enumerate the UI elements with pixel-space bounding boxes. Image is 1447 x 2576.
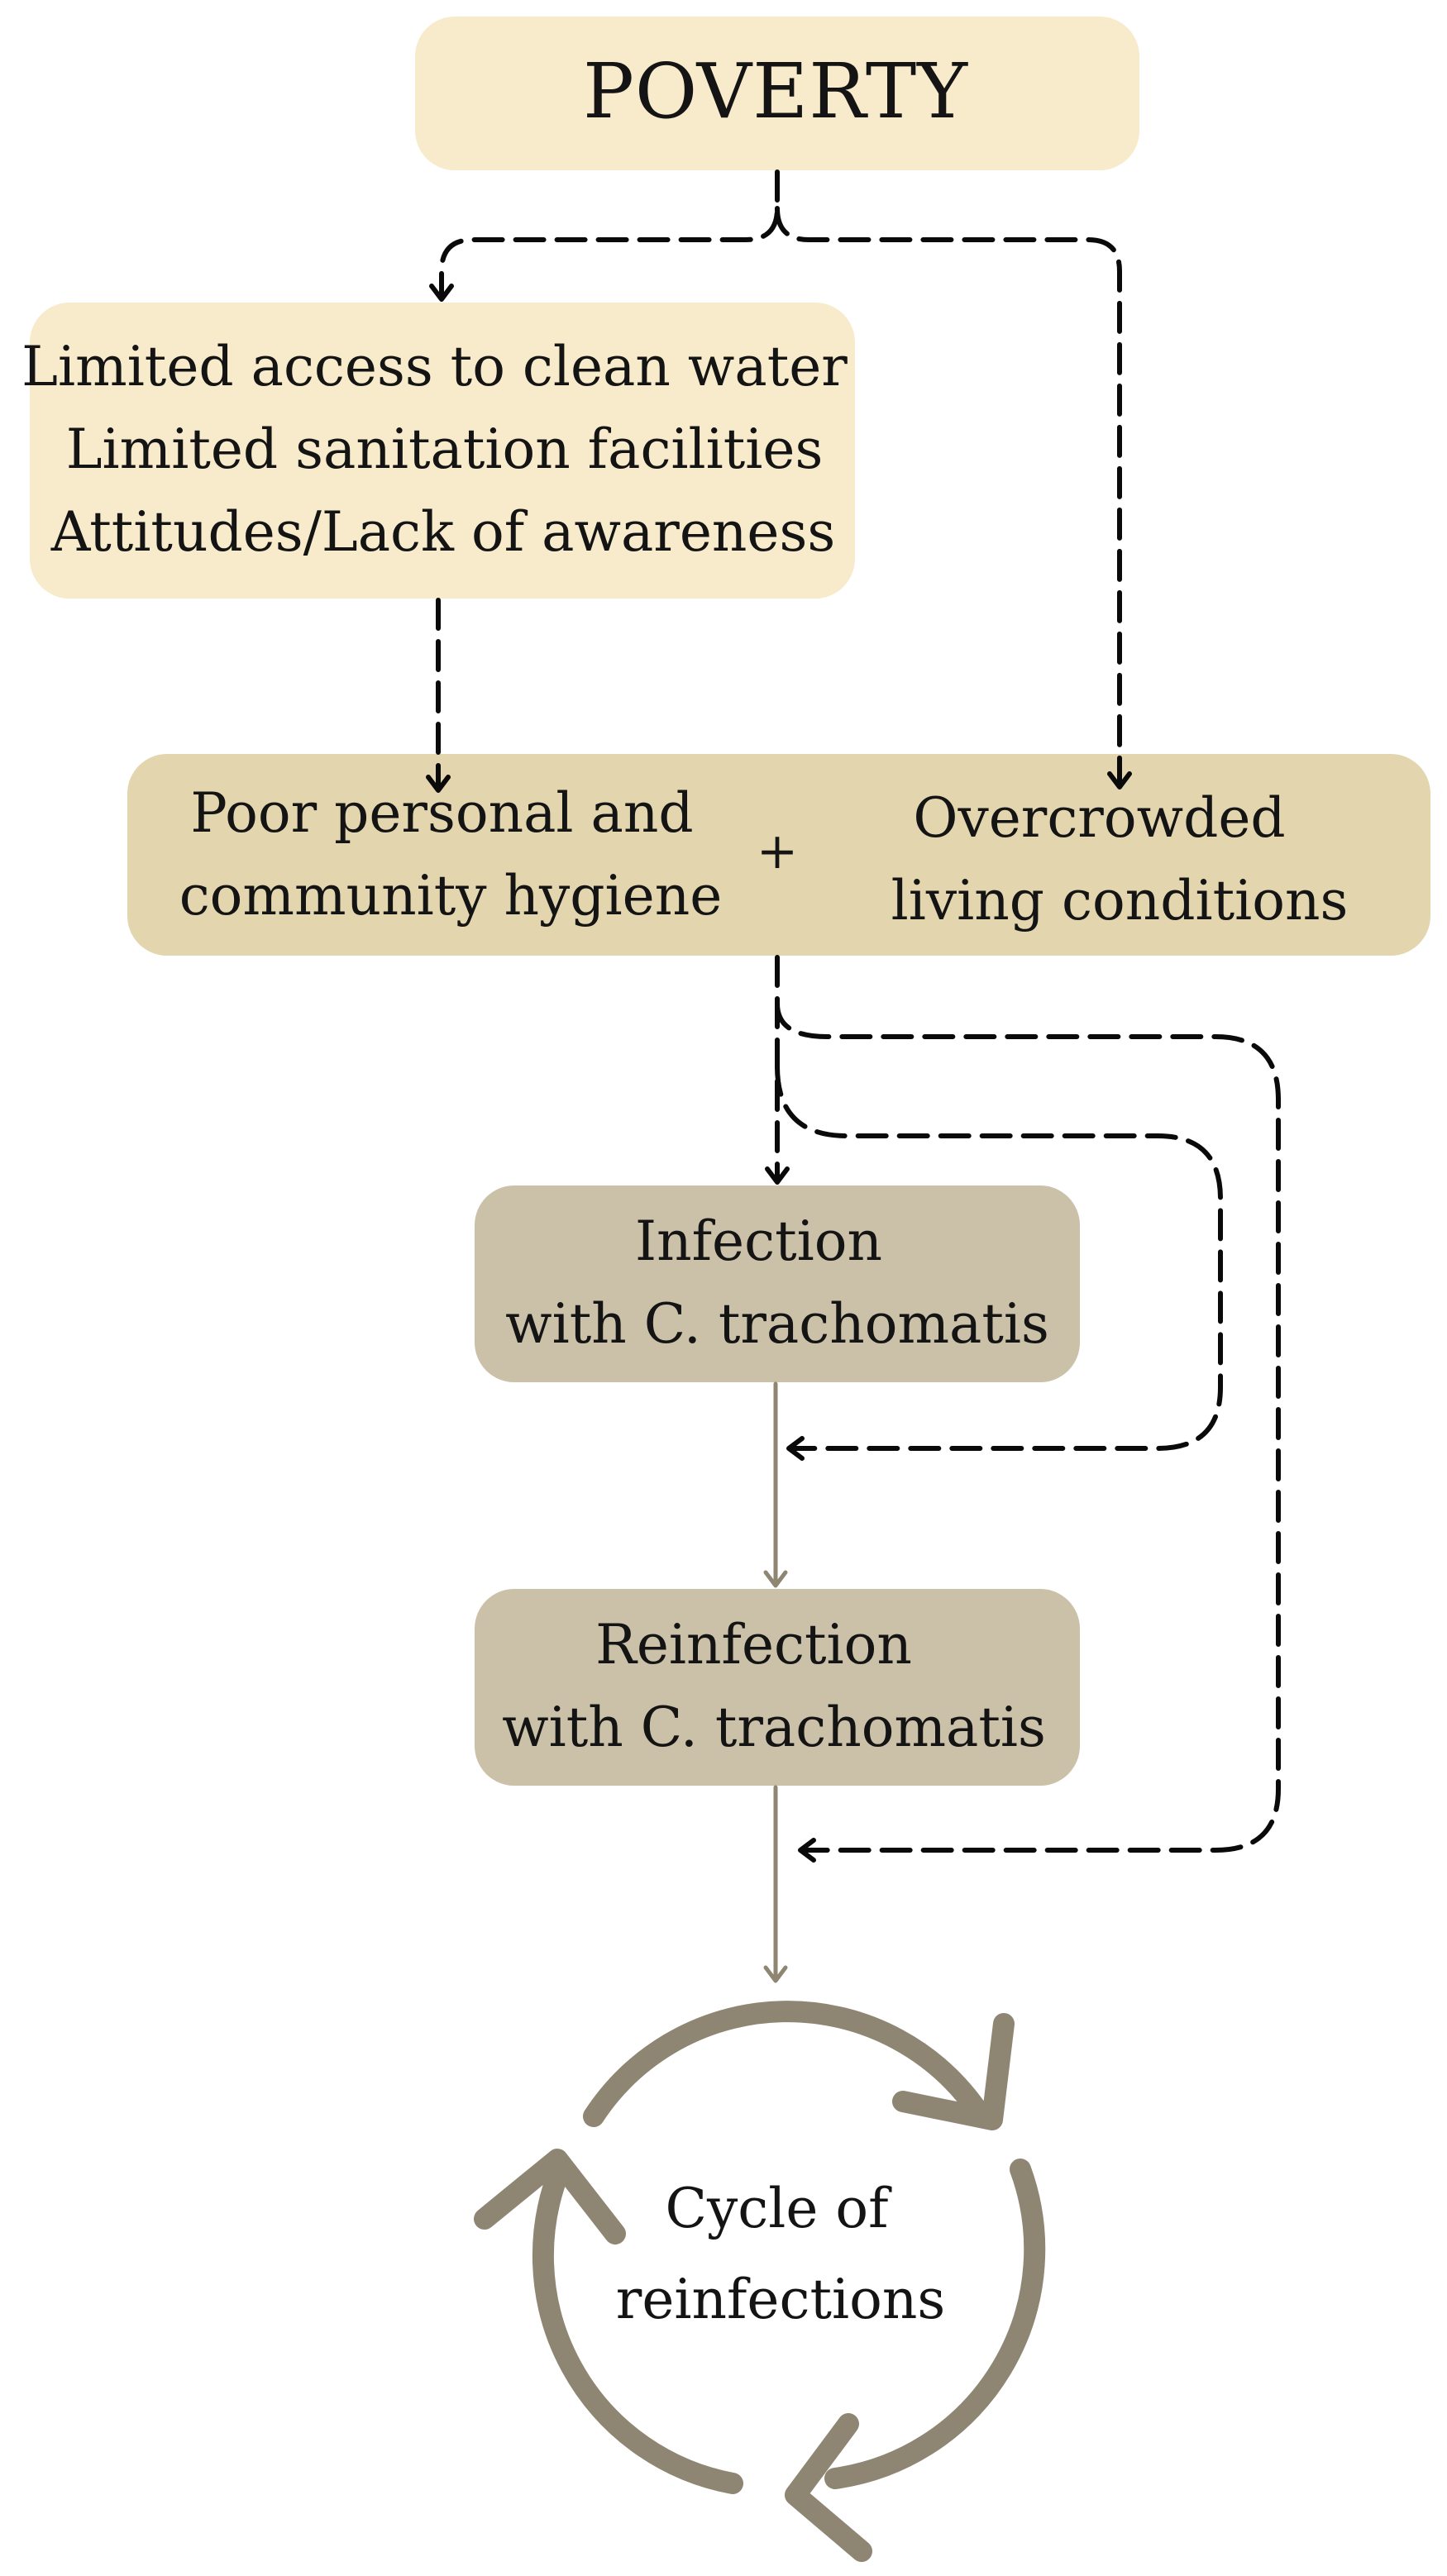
conditions-label: Limited access to clean water Limited sa…	[21, 335, 865, 564]
conditions-line-awareness: Attitudes/Lack of awareness	[50, 500, 835, 564]
conditions-to-hygiene-arrowhead	[426, 775, 451, 793]
cycle-arc-right	[824, 2159, 1046, 2489]
overcrowded-label: Overcrowded living conditions	[891, 786, 1349, 933]
infection-line-1: Infection	[635, 1209, 882, 1273]
cycle-line-1: Cycle of	[665, 2177, 892, 2240]
infection-line-2: with C. trachomatis	[505, 1292, 1049, 1356]
reinfection-stage-loop-arrowhead	[798, 1838, 816, 1863]
poverty-to-overcrowded-arrowhead	[1107, 771, 1132, 789]
poverty-to-conditions-connector	[439, 169, 780, 300]
overcrowded-line-2: living conditions	[891, 869, 1349, 933]
conditions-box	[30, 303, 855, 599]
overcrowded-line-1: Overcrowded	[913, 786, 1285, 850]
infection-stage-loop-arrowhead	[786, 1436, 805, 1461]
reinfection-to-cycle-arrowhead	[763, 1965, 788, 1983]
hygiene-line-1: Poor personal and	[190, 781, 693, 845]
poverty-to-conditions-arrowhead	[429, 284, 454, 302]
cycle-arrowhead-bottom	[785, 2413, 872, 2562]
infection-box	[475, 1185, 1080, 1382]
conditions-line-sanitation: Limited sanitation facilities	[66, 417, 824, 481]
hygiene-crowding-box	[127, 754, 1430, 956]
cycle-arc-left	[532, 2157, 743, 2494]
cycle-arrowhead-top	[892, 2013, 1015, 2130]
cycle-line-2: reinfections	[616, 2268, 945, 2331]
conditions-line-water: Limited access to clean water	[21, 335, 848, 398]
infection-label: Infection with C. trachomatis	[505, 1209, 1049, 1356]
reinfection-label: Reinfection with C. trachomatis	[502, 1613, 1046, 1759]
infection-to-reinfection-arrowhead	[763, 1570, 788, 1588]
hygiene-to-infection-stage-loop	[775, 1064, 1223, 1451]
reinfection-line-1: Reinfection	[595, 1613, 912, 1677]
poverty-to-overcrowded-connector	[775, 206, 1122, 786]
reinfection-line-2: with C. trachomatis	[502, 1696, 1046, 1759]
cycle-label: Cycle of reinfections	[616, 2177, 945, 2331]
hygiene-line-2: community hygiene	[179, 864, 723, 928]
reinfection-box	[475, 1589, 1080, 1786]
cycle-arc-top	[583, 2001, 986, 2127]
hygiene-to-reinfection-stage-loop	[775, 1001, 1281, 1853]
plus-sign: +	[757, 823, 798, 880]
poverty-label: POVERTY	[583, 47, 968, 136]
hygiene-to-infection-arrowhead	[765, 1166, 790, 1185]
cycle-arrowhead-left	[474, 2149, 626, 2244]
poverty-box	[415, 17, 1139, 170]
poverty-line: POVERTY	[583, 47, 968, 136]
hygiene-label: Poor personal and community hygiene	[179, 781, 723, 928]
circular-arrows-icon	[474, 2001, 1046, 2562]
